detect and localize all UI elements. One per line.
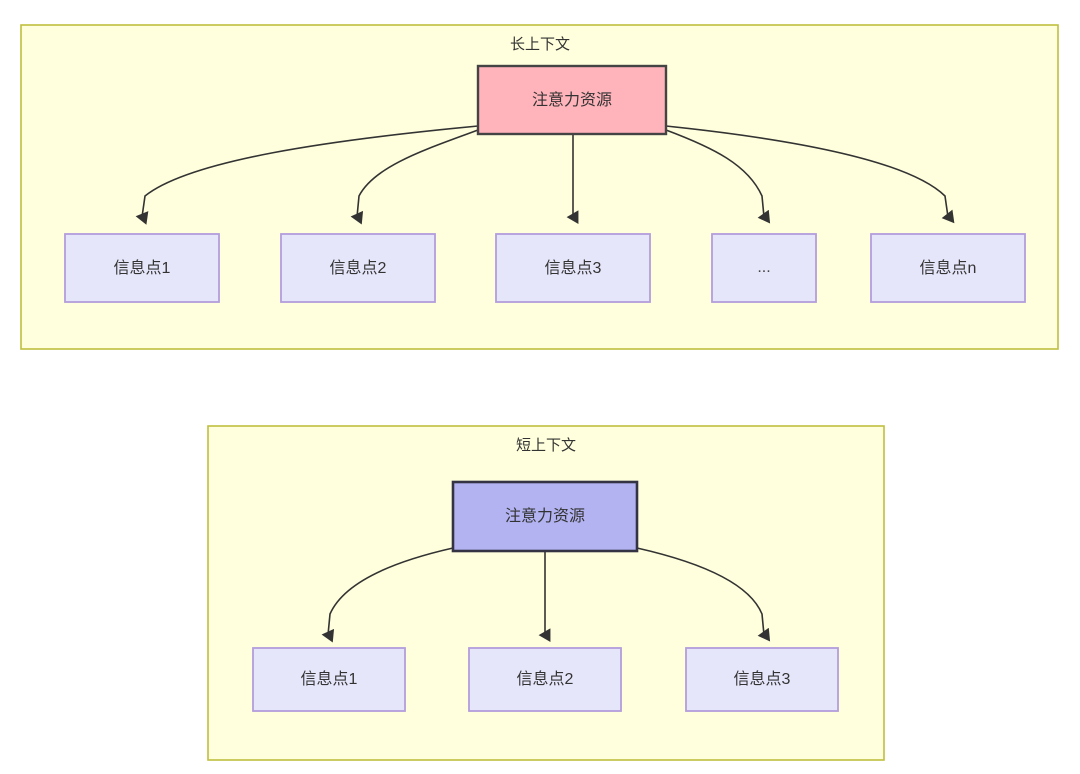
- node-info-l-4-label: ...: [757, 259, 770, 276]
- node-info-l-3-label: 信息点3: [545, 259, 602, 277]
- node-attn-long[interactable]: 注意力资源: [476, 64, 668, 136]
- edge-attn-long-to-info-l-4: [665, 129, 771, 224]
- edge-attn-long-to-info-l-1: [135, 125, 479, 225]
- node-info-s-1[interactable]: 信息点1: [252, 647, 406, 712]
- node-info-l-3[interactable]: 信息点3: [495, 233, 651, 303]
- edge-attn-short-to-info-s-1: [321, 547, 454, 643]
- node-info-l-4[interactable]: ...: [711, 233, 817, 303]
- node-info-l-1-box[interactable]: [64, 233, 220, 303]
- node-attn-short[interactable]: 注意力资源: [451, 480, 639, 553]
- group-short-context-title: 短上下文: [516, 437, 576, 454]
- node-info-l-5[interactable]: 信息点n: [870, 233, 1026, 303]
- node-info-l-3-box[interactable]: [495, 233, 651, 303]
- node-info-s-1-label: 信息点1: [301, 670, 358, 688]
- edge-attn-short-to-info-s-3: [636, 547, 771, 642]
- node-info-l-1-label: 信息点1: [114, 259, 171, 277]
- edge-attn-long-to-info-l-5: [665, 125, 955, 224]
- node-info-s-2-box[interactable]: [468, 647, 622, 712]
- node-info-l-5-label: 信息点n: [920, 259, 977, 277]
- node-info-l-2-box[interactable]: [280, 233, 436, 303]
- group-short-context: 短上下文 注意力资源 信息点1 信息点2 信息点3: [207, 425, 885, 761]
- node-info-s-3[interactable]: 信息点3: [685, 647, 839, 712]
- group-long-context: 长上下文 注意力资源 信息点1 信息点2 信息点3: [20, 24, 1059, 350]
- node-info-l-5-box[interactable]: [870, 233, 1026, 303]
- node-info-s-3-label: 信息点3: [734, 670, 791, 688]
- node-attn-long-label: 注意力资源: [532, 90, 612, 109]
- node-attn-short-label: 注意力资源: [505, 506, 585, 525]
- node-attn-short-box[interactable]: [451, 480, 639, 553]
- node-info-s-1-box[interactable]: [252, 647, 406, 712]
- node-info-l-2-label: 信息点2: [330, 259, 387, 277]
- node-info-s-3-box[interactable]: [685, 647, 839, 712]
- node-info-l-1[interactable]: 信息点1: [64, 233, 220, 303]
- node-info-l-4-box[interactable]: [711, 233, 817, 303]
- node-info-s-2-label: 信息点2: [517, 670, 574, 688]
- node-attn-long-box[interactable]: [476, 64, 668, 136]
- node-info-l-2[interactable]: 信息点2: [280, 233, 436, 303]
- node-info-s-2[interactable]: 信息点2: [468, 647, 622, 712]
- edges-long-context: [135, 125, 955, 225]
- edge-attn-long-to-info-l-2: [350, 129, 479, 225]
- group-long-context-title: 长上下文: [510, 36, 570, 53]
- edges-short-context: [321, 547, 771, 643]
